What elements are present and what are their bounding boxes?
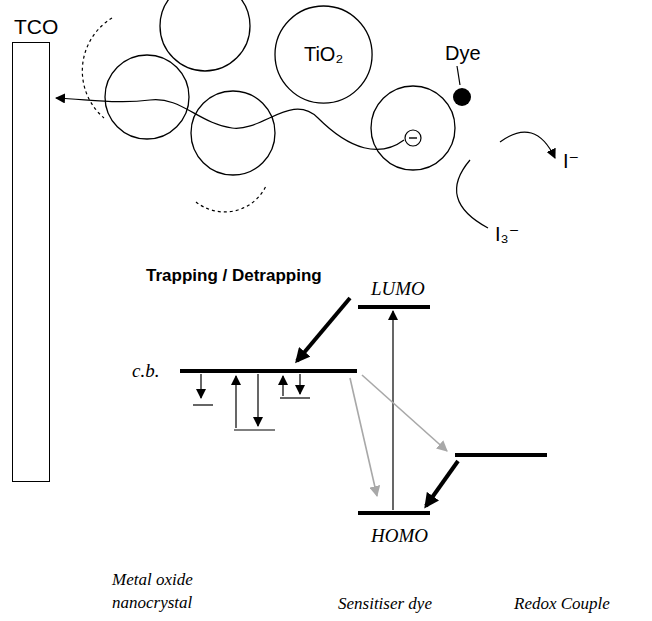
trap-arrow: [200, 374, 201, 398]
level-label: HOMO: [371, 523, 428, 549]
conduction-band: [180, 369, 357, 373]
particle-outline: [196, 186, 266, 212]
electron-path: [56, 98, 404, 149]
node-text: TiO₂: [304, 43, 343, 66]
column-caption: Metal oxide nanocrystal: [112, 569, 217, 615]
injection-arrow: [297, 298, 350, 361]
electrode-box: TCO: [12, 42, 50, 482]
trap-level: [193, 404, 213, 405]
particle: [191, 91, 275, 175]
regeneration-arrow: [457, 160, 488, 228]
trap-level: [280, 397, 310, 398]
particle-outline: [82, 18, 112, 118]
level-label: c.b.: [132, 358, 159, 384]
electron-symbol: [409, 137, 417, 138]
regeneration-arrow: [500, 132, 555, 158]
dye-molecule: [453, 88, 471, 106]
excitation-arrow: [392, 311, 393, 510]
detrap-arrow: [235, 376, 236, 428]
process-label: Trapping / Detrapping: [146, 265, 322, 288]
particle: [160, 0, 250, 71]
recombination-arrow: [362, 375, 447, 451]
lumo-level: [358, 305, 430, 309]
node-text: TCO: [14, 15, 58, 39]
detrap-arrow: [282, 376, 283, 396]
redox-level: [455, 453, 547, 457]
recombination-arrow: [350, 378, 377, 496]
column-caption: Redox Couple: [514, 593, 610, 616]
circle-outline: [275, 6, 372, 103]
column-caption: Sensitiser dye: [338, 593, 432, 616]
particle: [105, 55, 189, 139]
homo-level: [358, 511, 430, 515]
level-label: LUMO: [371, 276, 425, 302]
dye-label: Dye: [445, 40, 481, 67]
trap-arrow: [257, 374, 258, 426]
leader-line: [457, 66, 460, 85]
ion-label: I⁻: [563, 148, 579, 175]
particle-circle: TiO₂: [274, 5, 373, 104]
trap-level: [234, 429, 275, 430]
ion-label: I₃⁻: [495, 221, 519, 248]
electron-symbol: [405, 130, 421, 146]
particle: [371, 86, 455, 170]
regeneration-arrow: [426, 461, 458, 506]
trap-arrow: [299, 374, 300, 394]
